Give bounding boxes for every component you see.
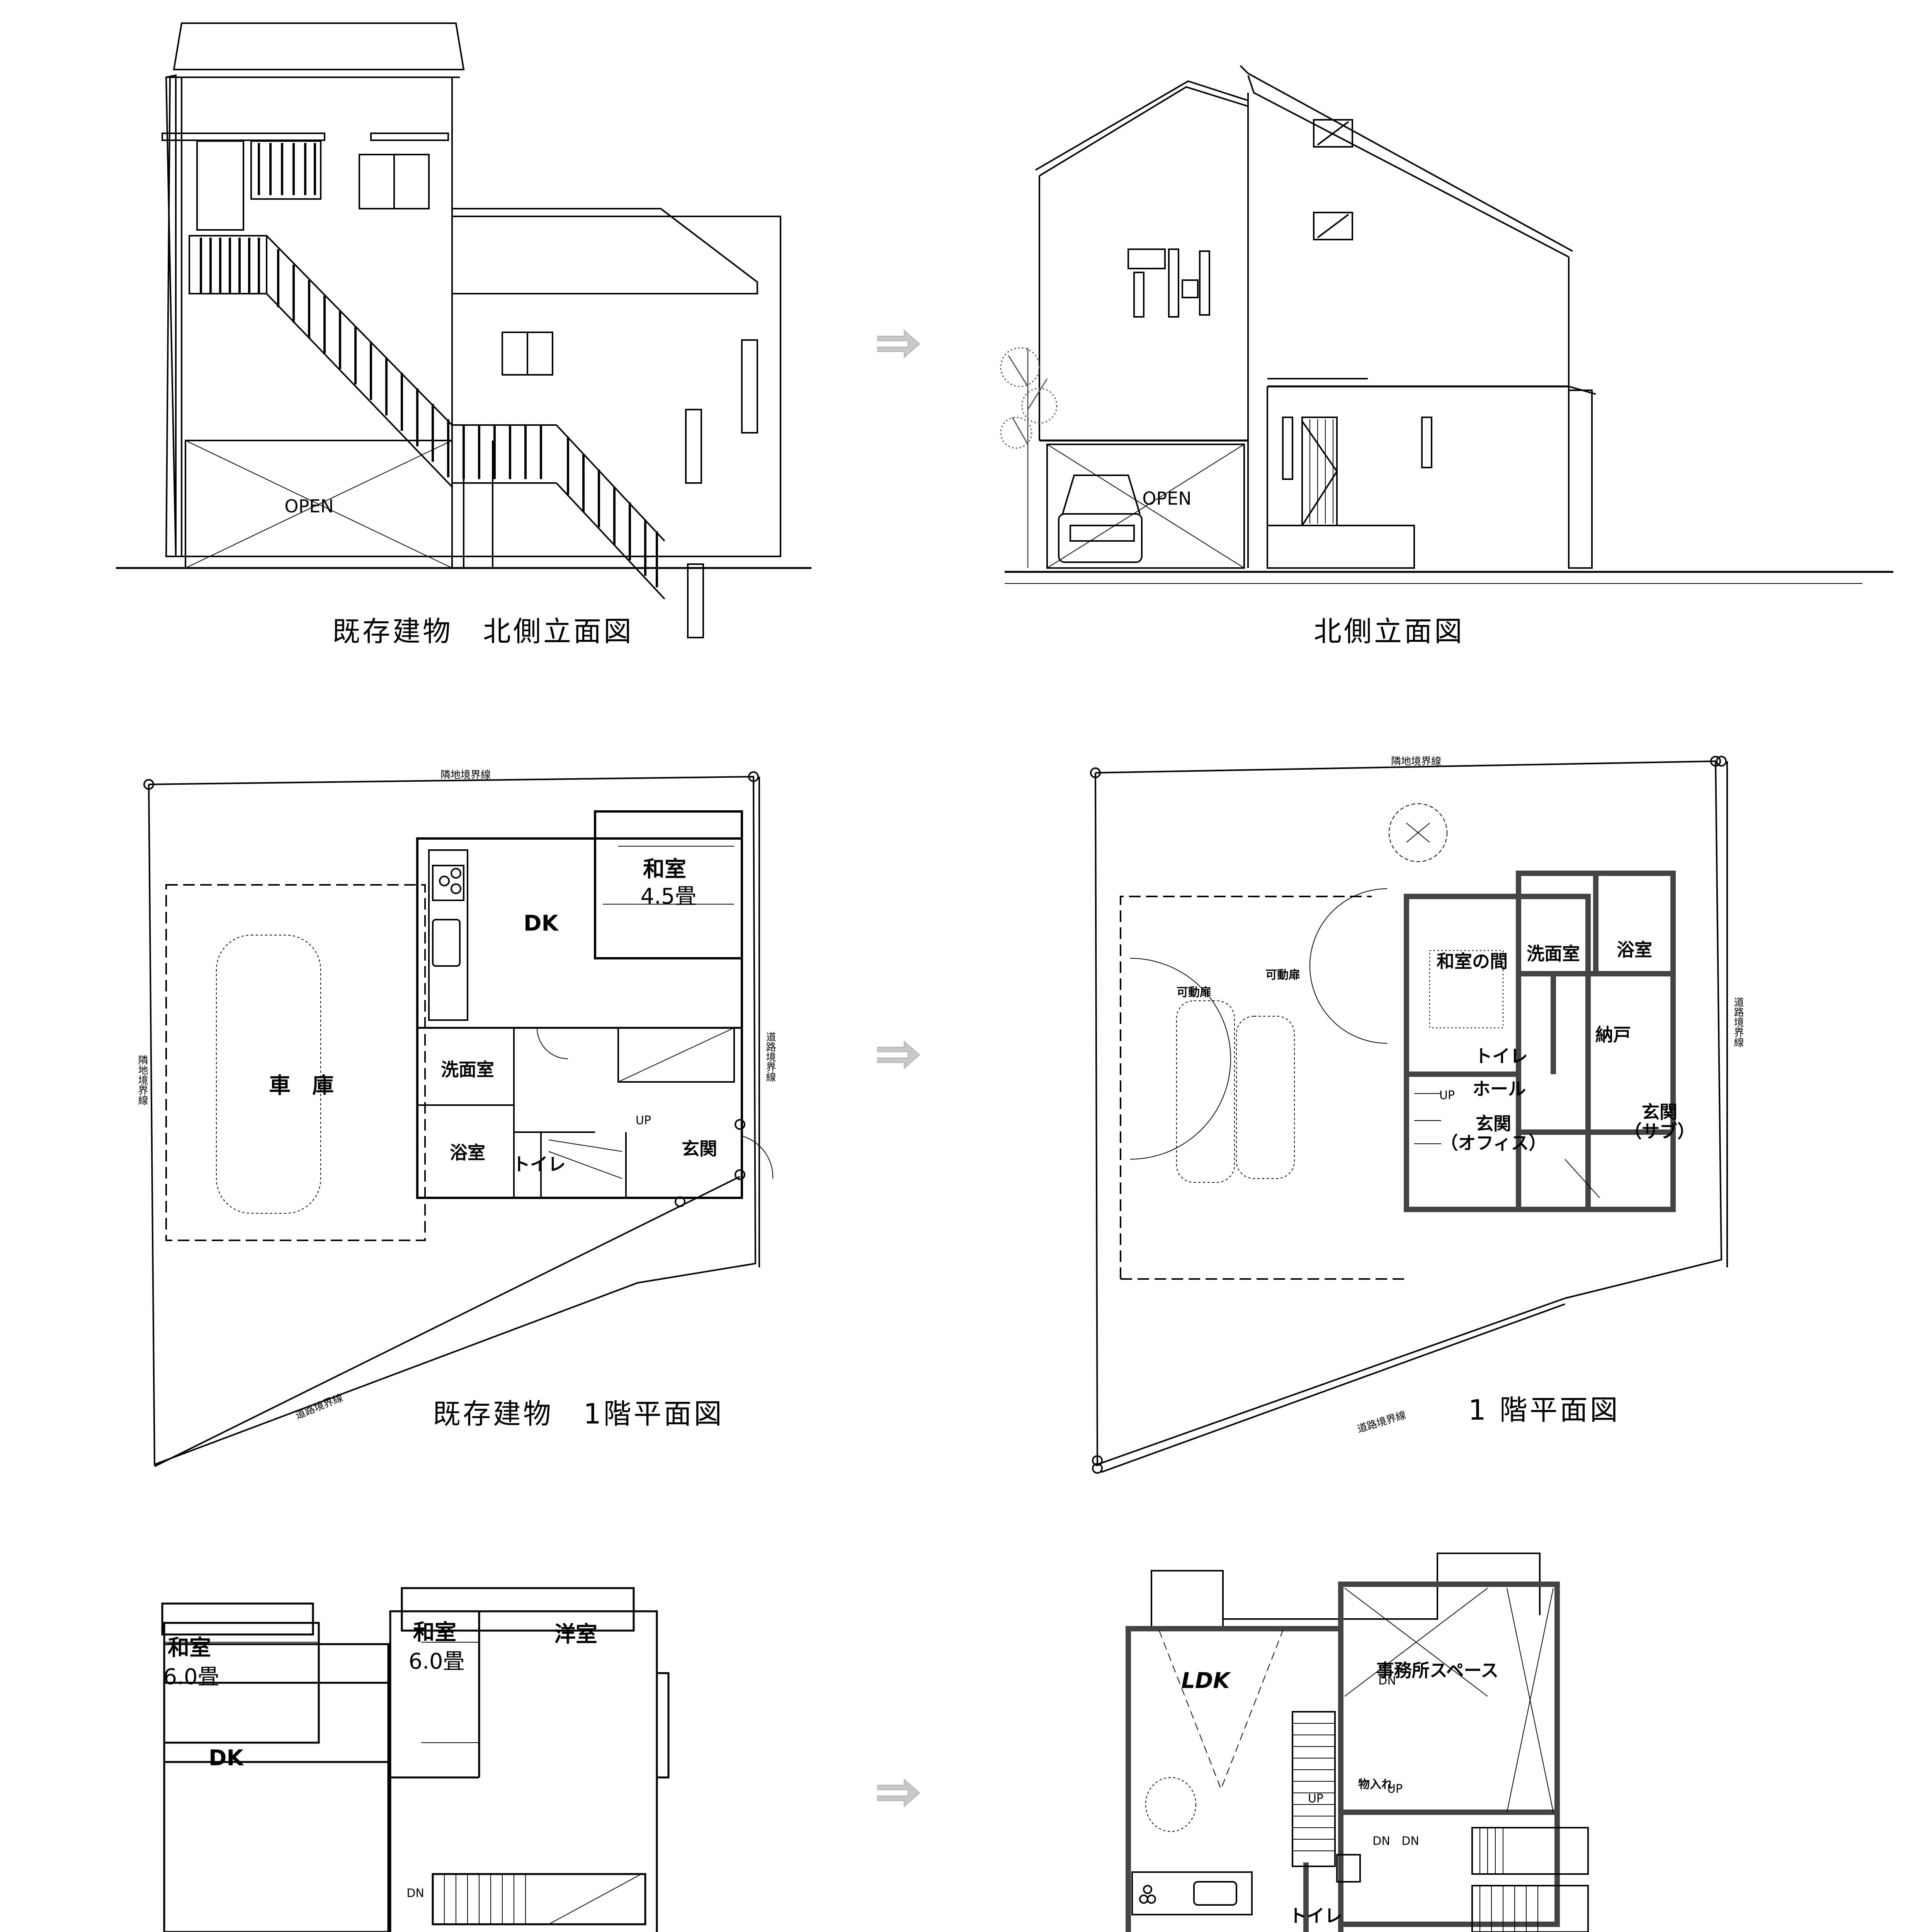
room-yokushitsu: 浴室 [450,1142,485,1163]
open-label: OPEN [1142,488,1192,509]
room-washitsu-a-size: 6.0畳 [163,1664,219,1690]
room-genkan-office: 玄関 [1476,1113,1511,1134]
room-washitsu-no-ma: 和室の間 [1437,951,1508,972]
room-genkan-sub-note: （サブ） [1624,1121,1695,1142]
caption-new-1f: 1 階平面図 [1468,1394,1620,1426]
room-washitsu-size: 4.5畳 [640,884,697,909]
transition-arrow-row-2 [877,1040,920,1070]
movable-door-label: 可動扉 [1265,968,1300,982]
room-ldk: LDK [1181,1668,1230,1694]
room-office: 事務所スペース [1376,1660,1499,1681]
room-toilet: トイレ [512,1154,566,1175]
room-monoire: 物入れ [1358,1778,1393,1791]
dn-label: DN [406,1886,424,1900]
room-nando: 納戸 [1595,1024,1631,1045]
up-label: UP [635,1114,651,1128]
dn-label: DN [1372,1834,1390,1848]
room-dk: DK [524,911,558,936]
new-elevation-drawing [1000,65,1893,584]
room-genkan-office-sub: （オフィス） [1440,1133,1547,1153]
new-2f-drawing [1126,1553,1589,1932]
room-youshitsu: 洋室 [554,1622,597,1647]
tree-icon [1000,347,1058,568]
room-hall: ホール [1473,1078,1526,1099]
existing-elevation-drawing [116,22,811,638]
transition-arrow-row-3 [877,1778,920,1808]
existing-2f-plan: 和室 6.0畳 和室 6.0畳 洋室 DK 浴室 トイレ 物入れ 玄関 DN 既… [0,1565,889,1932]
room-garage: 車 庫 [269,1073,334,1099]
transition-arrow-row-1 [877,329,920,359]
room-senmen: 洗面室 [1527,943,1580,964]
caption-new-north-elevation: 北側立面図 [1314,615,1465,648]
new-1f-drawing [1090,756,1728,1474]
dn-label: DN [1401,1834,1419,1848]
caption-existing-north-elevation: 既存建物 北側立面図 [332,615,634,648]
boundary-label-top: 隣地境界線 [1391,756,1442,767]
room-toilet: トイレ [1474,1046,1528,1066]
boundary-label-left: 隣地境界線 [136,1055,148,1105]
up-label: UP [1308,1792,1324,1806]
existing-1f-drawing [143,771,774,1467]
up-label: UP [1439,1088,1455,1102]
boundary-label-right: 道路境界線 [764,1032,776,1082]
room-yokushitsu: 浴室 [1617,939,1652,960]
boundary-label-right: 道路境界線 [1732,997,1744,1047]
tree-symbol-icon [1389,803,1447,862]
stair-railing [277,249,658,587]
room-washitsu-b-size: 6.0畳 [408,1649,465,1674]
room-washitsu: 和室 [643,857,686,882]
up-label: UP [1387,1782,1403,1796]
open-label: OPEN [284,496,334,517]
new-north-elevation: OPEN 北側立面図 [1000,0,1908,676]
new-2f-plan: LDK 事務所スペース 物入れ トイレ UP UP DN DN DN 2階平面図 [1005,1526,1908,1932]
movable-door-label: 可動扉 [1177,986,1211,999]
room-dk: DK [209,1745,243,1771]
boundary-label-top: 隣地境界線 [440,769,491,781]
room-washitsu-b: 和室 [413,1620,456,1645]
caption-existing-1f: 既存建物 1階平面図 [433,1398,724,1430]
existing-north-elevation: OPEN 既存建物 北側立面図 [0,0,889,676]
room-genkan-sub: 玄関 [1642,1102,1677,1122]
room-washitsu-a: 和室 [168,1635,211,1661]
room-toilet: トイレ [1289,1905,1342,1926]
existing-1f-plan: 隣地境界線 隣地境界線 道路境界線 道路境界線 車 庫 DK 和室 4.5畳 洗… [0,734,889,1488]
new-1f-plan: 隣地境界線 道路境界線 道路境界線 可動扉 可動扉 和室の間 洗面室 浴室 納戸… [1005,734,1908,1488]
existing-2f-drawing [161,1587,670,1932]
room-genkan: 玄関 [682,1138,717,1159]
room-senmen: 洗面室 [441,1059,494,1080]
dn-label: DN [1378,1674,1396,1688]
